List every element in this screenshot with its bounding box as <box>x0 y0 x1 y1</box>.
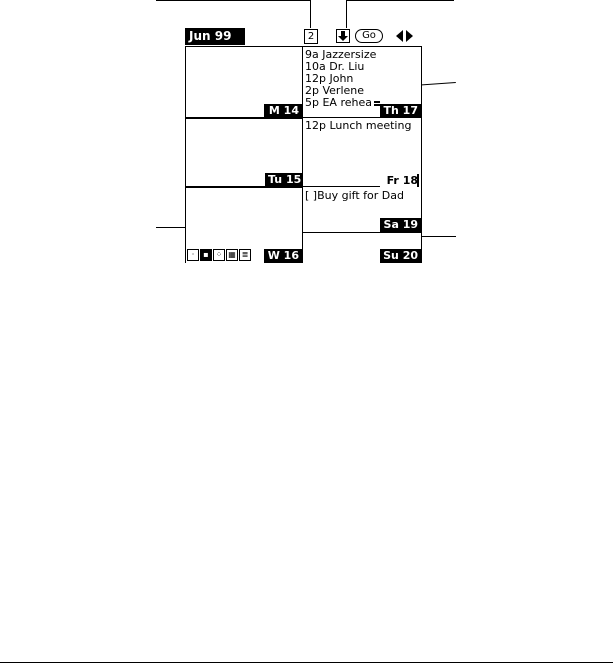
day-label-monday[interactable]: M 14 <box>264 104 302 118</box>
appointment-item[interactable]: 5p EA rehea <box>305 97 372 109</box>
week-view-icon[interactable]: ▪ <box>200 249 212 261</box>
todo-item[interactable]: [ ]Buy gift for Dad <box>305 189 404 202</box>
week-number-box[interactable]: 2 <box>304 29 318 44</box>
right-border <box>421 46 422 263</box>
center-divider <box>302 46 303 263</box>
day-label-wednesday[interactable]: W 16 <box>264 249 302 263</box>
day-label-tuesday[interactable]: Tu 15 <box>265 173 302 187</box>
callout-line-down-arrow-drop <box>346 0 347 28</box>
week-view-screen: Jun 99 2 Go M 14 Tu 15 W 16 Th 17 Fr 18 … <box>185 28 422 263</box>
callout-line-week-number-drop <box>310 0 311 28</box>
day-view-icon[interactable]: · <box>187 249 199 261</box>
day-label-saturday[interactable]: Sa 19 <box>380 218 421 232</box>
day-label-friday[interactable]: Fr 18 <box>380 174 421 188</box>
agenda-view-icon[interactable]: ≣ <box>239 249 251 261</box>
left-border <box>185 46 186 263</box>
callout-line-week-number <box>156 0 311 1</box>
left-row-divider-1 <box>185 117 302 119</box>
month-title[interactable]: Jun 99 <box>185 28 245 45</box>
down-arrow-icon[interactable] <box>336 29 350 43</box>
left-arrow-icon[interactable] <box>395 30 403 42</box>
left-row-divider-2 <box>185 186 302 188</box>
day-label-thursday[interactable]: Th 17 <box>380 104 421 118</box>
right-arrow-icon[interactable] <box>406 30 414 42</box>
appointment-item[interactable]: 12p Lunch meeting <box>305 119 412 132</box>
note-icon[interactable] <box>374 101 380 106</box>
callout-line-down-arrow <box>346 0 454 1</box>
week-text-view-icon[interactable]: ⁘ <box>213 249 225 261</box>
friday-label-marker <box>417 174 419 187</box>
appointment-item[interactable]: 12p John <box>305 72 354 85</box>
day-label-sunday[interactable]: Su 20 <box>380 249 421 263</box>
view-selector: · ▪ ⁘ ▦ ≣ <box>187 249 252 261</box>
month-view-icon[interactable]: ▦ <box>226 249 238 261</box>
right-row-divider-2 <box>303 186 421 187</box>
header-divider <box>185 46 422 47</box>
appointment-item[interactable]: 9a Jazzersize <box>305 48 377 61</box>
appointment-item[interactable]: 10a Dr. Liu <box>305 60 365 73</box>
right-row-divider-3 <box>303 232 421 233</box>
right-row-divider-1 <box>303 117 421 118</box>
go-button[interactable]: Go <box>355 29 383 43</box>
page-bottom-rule <box>0 662 613 663</box>
appointment-item[interactable]: 2p Verlene <box>305 84 365 97</box>
